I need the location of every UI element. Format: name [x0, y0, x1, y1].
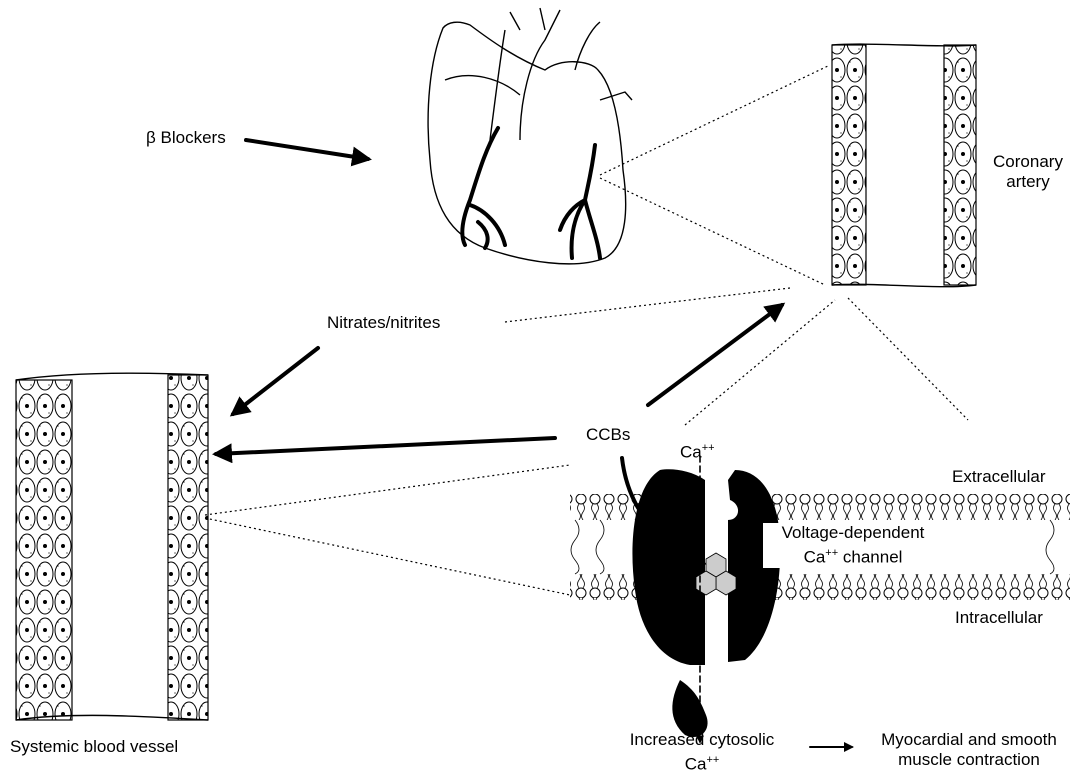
- coronary-artery-vessel: [832, 44, 976, 287]
- coronary-artery-label: Coronary artery: [983, 152, 1073, 192]
- ccb-to-systemic-arrow: [216, 438, 555, 454]
- beta-blocker-arrow: [246, 140, 368, 159]
- channel-label: Voltage-dependent Ca++ channel: [763, 523, 943, 568]
- nitrates-arrow: [233, 348, 318, 414]
- ca-top-label: Ca++: [680, 438, 715, 463]
- contraction-label: Myocardial and smooth muscle contraction: [856, 730, 1082, 770]
- systemic-vessel: [16, 373, 208, 720]
- heart-illustration: [428, 8, 632, 264]
- calcium-channel: [632, 469, 780, 737]
- nitrates-label: Nitrates/nitrites: [327, 313, 440, 333]
- increased-cytosolic-label: Increased cytosolic Ca++: [612, 730, 792, 775]
- beta-blockers-label: β Blockers: [146, 128, 226, 148]
- extracellular-label: Extracellular: [952, 467, 1046, 487]
- intracellular-label: Intracellular: [955, 608, 1043, 628]
- systemic-vessel-label: Systemic blood vessel: [10, 737, 178, 757]
- ccb-to-coronary-arrow: [648, 305, 782, 405]
- ccbs-label: CCBs: [586, 425, 630, 445]
